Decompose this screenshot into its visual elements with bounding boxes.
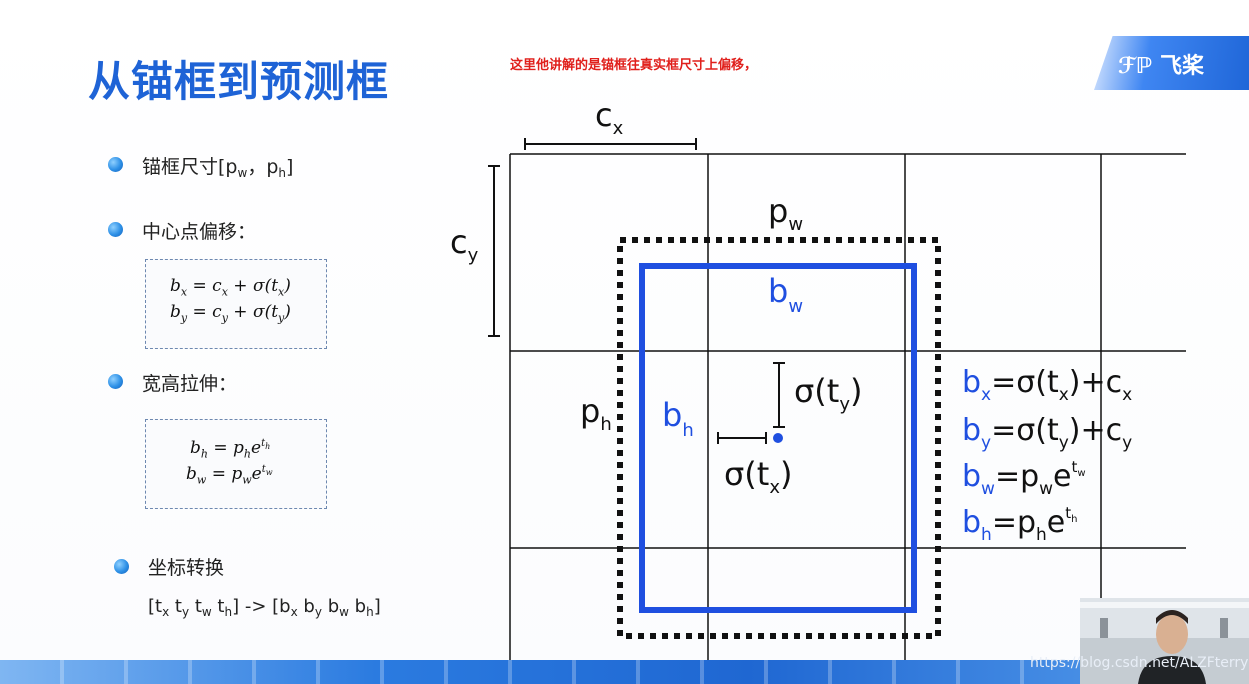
cx-bracket xyxy=(524,138,697,150)
paddle-logo-text: 飞桨 xyxy=(1159,54,1204,79)
conversion-formula: [tx ty tw th] -> [bx by bw bh] xyxy=(148,596,381,619)
bullet-coordinate-conversion: 坐标转换 xyxy=(148,557,225,579)
label-sigma-ty: σ(ty) xyxy=(794,372,862,415)
center-offset-formula-box: bx = cx + σ(tx) by = cy + σ(ty) xyxy=(145,259,327,349)
watermark-url: https://blog.csdn.net/ALZFterry xyxy=(1030,655,1249,671)
label-bh: bh xyxy=(662,396,694,441)
equation-bw: bw=pwetw xyxy=(962,458,1086,499)
equation-by: by=σ(ty)+cy xyxy=(962,413,1132,453)
formula-by: by = cy + σ(ty) xyxy=(170,302,291,325)
bullet-center-offset: 中心点偏移： xyxy=(142,221,257,243)
formula-bw: bw = pwetw xyxy=(186,464,273,487)
label-cy: cy xyxy=(450,223,479,266)
subscript: h xyxy=(278,166,286,180)
scale-formula-box: bh = pheth bw = pwetw xyxy=(145,419,327,509)
equation-bx: bx=σ(tx)+cx xyxy=(962,365,1132,405)
label-pw: pw xyxy=(768,192,803,235)
logo-banner xyxy=(1094,36,1249,90)
bullet-icon xyxy=(108,222,123,237)
formula-bx: bx = cx + σ(tx) xyxy=(170,276,291,299)
anchor-box xyxy=(617,237,941,639)
anchor-box-diagram: cx cy pw ph bw bh σ(ty) σ(tx) xyxy=(450,96,1186,660)
bullet-anchor-size: 锚框尺寸[pw，ph] xyxy=(142,152,293,180)
equation-bh: bh=pheth xyxy=(962,504,1078,545)
ty-bracket xyxy=(773,362,785,428)
formula-bh: bh = pheth xyxy=(190,438,271,461)
bullet-icon xyxy=(108,374,123,389)
subscript: w xyxy=(237,166,248,180)
annotation-note: 这里他讲解的是锚框往真实框尺寸上偏移， xyxy=(510,58,758,73)
label-bw: bw xyxy=(768,272,803,317)
predicted-box xyxy=(639,263,917,613)
paddle-logo-icon: ℱℙ xyxy=(1118,54,1153,79)
webcam-overlay xyxy=(1080,598,1249,684)
cy-bracket xyxy=(488,165,500,337)
bullet-scale: 宽高拉伸： xyxy=(142,373,238,395)
bullet-text: 锚框尺寸[p xyxy=(142,156,238,178)
bullet-text: ，p xyxy=(247,156,279,178)
paddle-logo: ℱℙ 飞桨 xyxy=(1118,48,1204,80)
equations: bx=σ(tx)+cx by=σ(ty)+cy bw=pwetw bh=phet… xyxy=(962,365,1132,545)
center-point xyxy=(773,433,783,443)
bullet-icon xyxy=(108,157,123,172)
bottom-decor-strip xyxy=(0,660,1249,684)
label-ph: ph xyxy=(580,392,612,435)
bullet-text: ] xyxy=(285,156,294,178)
label-cx: cx xyxy=(595,96,624,139)
slide-title: 从锚框到预测框 xyxy=(88,57,390,106)
bullet-icon xyxy=(114,559,129,574)
tx-bracket xyxy=(717,432,767,444)
presenter-video xyxy=(1080,598,1249,684)
label-sigma-tx: σ(tx) xyxy=(724,455,792,498)
